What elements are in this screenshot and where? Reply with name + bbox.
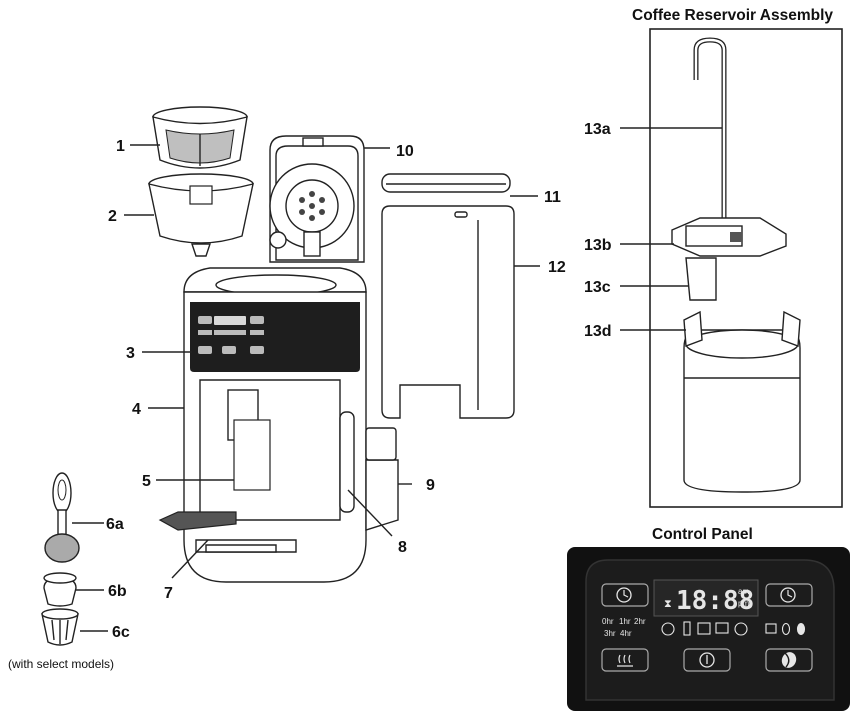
label-13b: 13b [584,237,612,254]
auto-brew-button[interactable] [601,583,649,607]
label-10: 10 [396,143,414,160]
pm-indicator: pm [738,599,749,608]
label-12: 12 [548,259,566,276]
label-8: 8 [398,539,407,556]
label-13c: 13c [584,279,611,296]
hour-0: 0hr [602,617,614,626]
hour-4: 4hr [620,629,632,638]
leader-lines [72,127,722,632]
label-6a: 6a [106,516,124,533]
hourglass-icon: ⧗ [664,597,672,610]
select-models-note: (with select models) [8,657,114,671]
filter-holder [148,173,254,257]
control-panel-title: Control Panel [652,526,753,543]
time-display: 18:88 [676,586,754,616]
reservoir-assembly-box [649,28,843,508]
reservoir-assembly-title: Coffee Reservoir Assembly [632,7,833,24]
label-11: 11 [544,189,561,206]
coffee-maker [158,135,399,583]
label-7: 7 [164,585,173,602]
filter-basket [152,106,248,169]
water-reservoir [381,205,515,419]
label-5: 5 [142,473,151,490]
label-6b: 6b [108,583,127,600]
label-2: 2 [108,208,117,225]
label-13d: 13d [584,323,612,340]
label-6c: 6c [112,624,130,641]
label-9: 9 [426,477,435,494]
scoop-and-pod-accessories [41,472,80,646]
hour-1: 1hr [619,617,631,626]
strength-button[interactable] [765,648,813,672]
hour-2: 2hr [634,617,646,626]
clock-settings-button[interactable] [765,583,813,607]
label-3: 3 [126,345,135,362]
label-4: 4 [132,401,141,418]
am-indicator: am [738,587,749,596]
label-1: 1 [116,138,125,155]
label-13a: 13a [584,121,611,138]
control-panel-illustration: ⧗ 18:88 am pm 0hr 1hr 2hr 3hr 4hr [567,547,850,711]
keep-warm-button[interactable] [601,648,649,672]
power-button[interactable] [683,648,731,672]
hour-3: 3hr [604,629,616,638]
status-icons [661,621,806,636]
reservoir-lid [381,173,511,193]
